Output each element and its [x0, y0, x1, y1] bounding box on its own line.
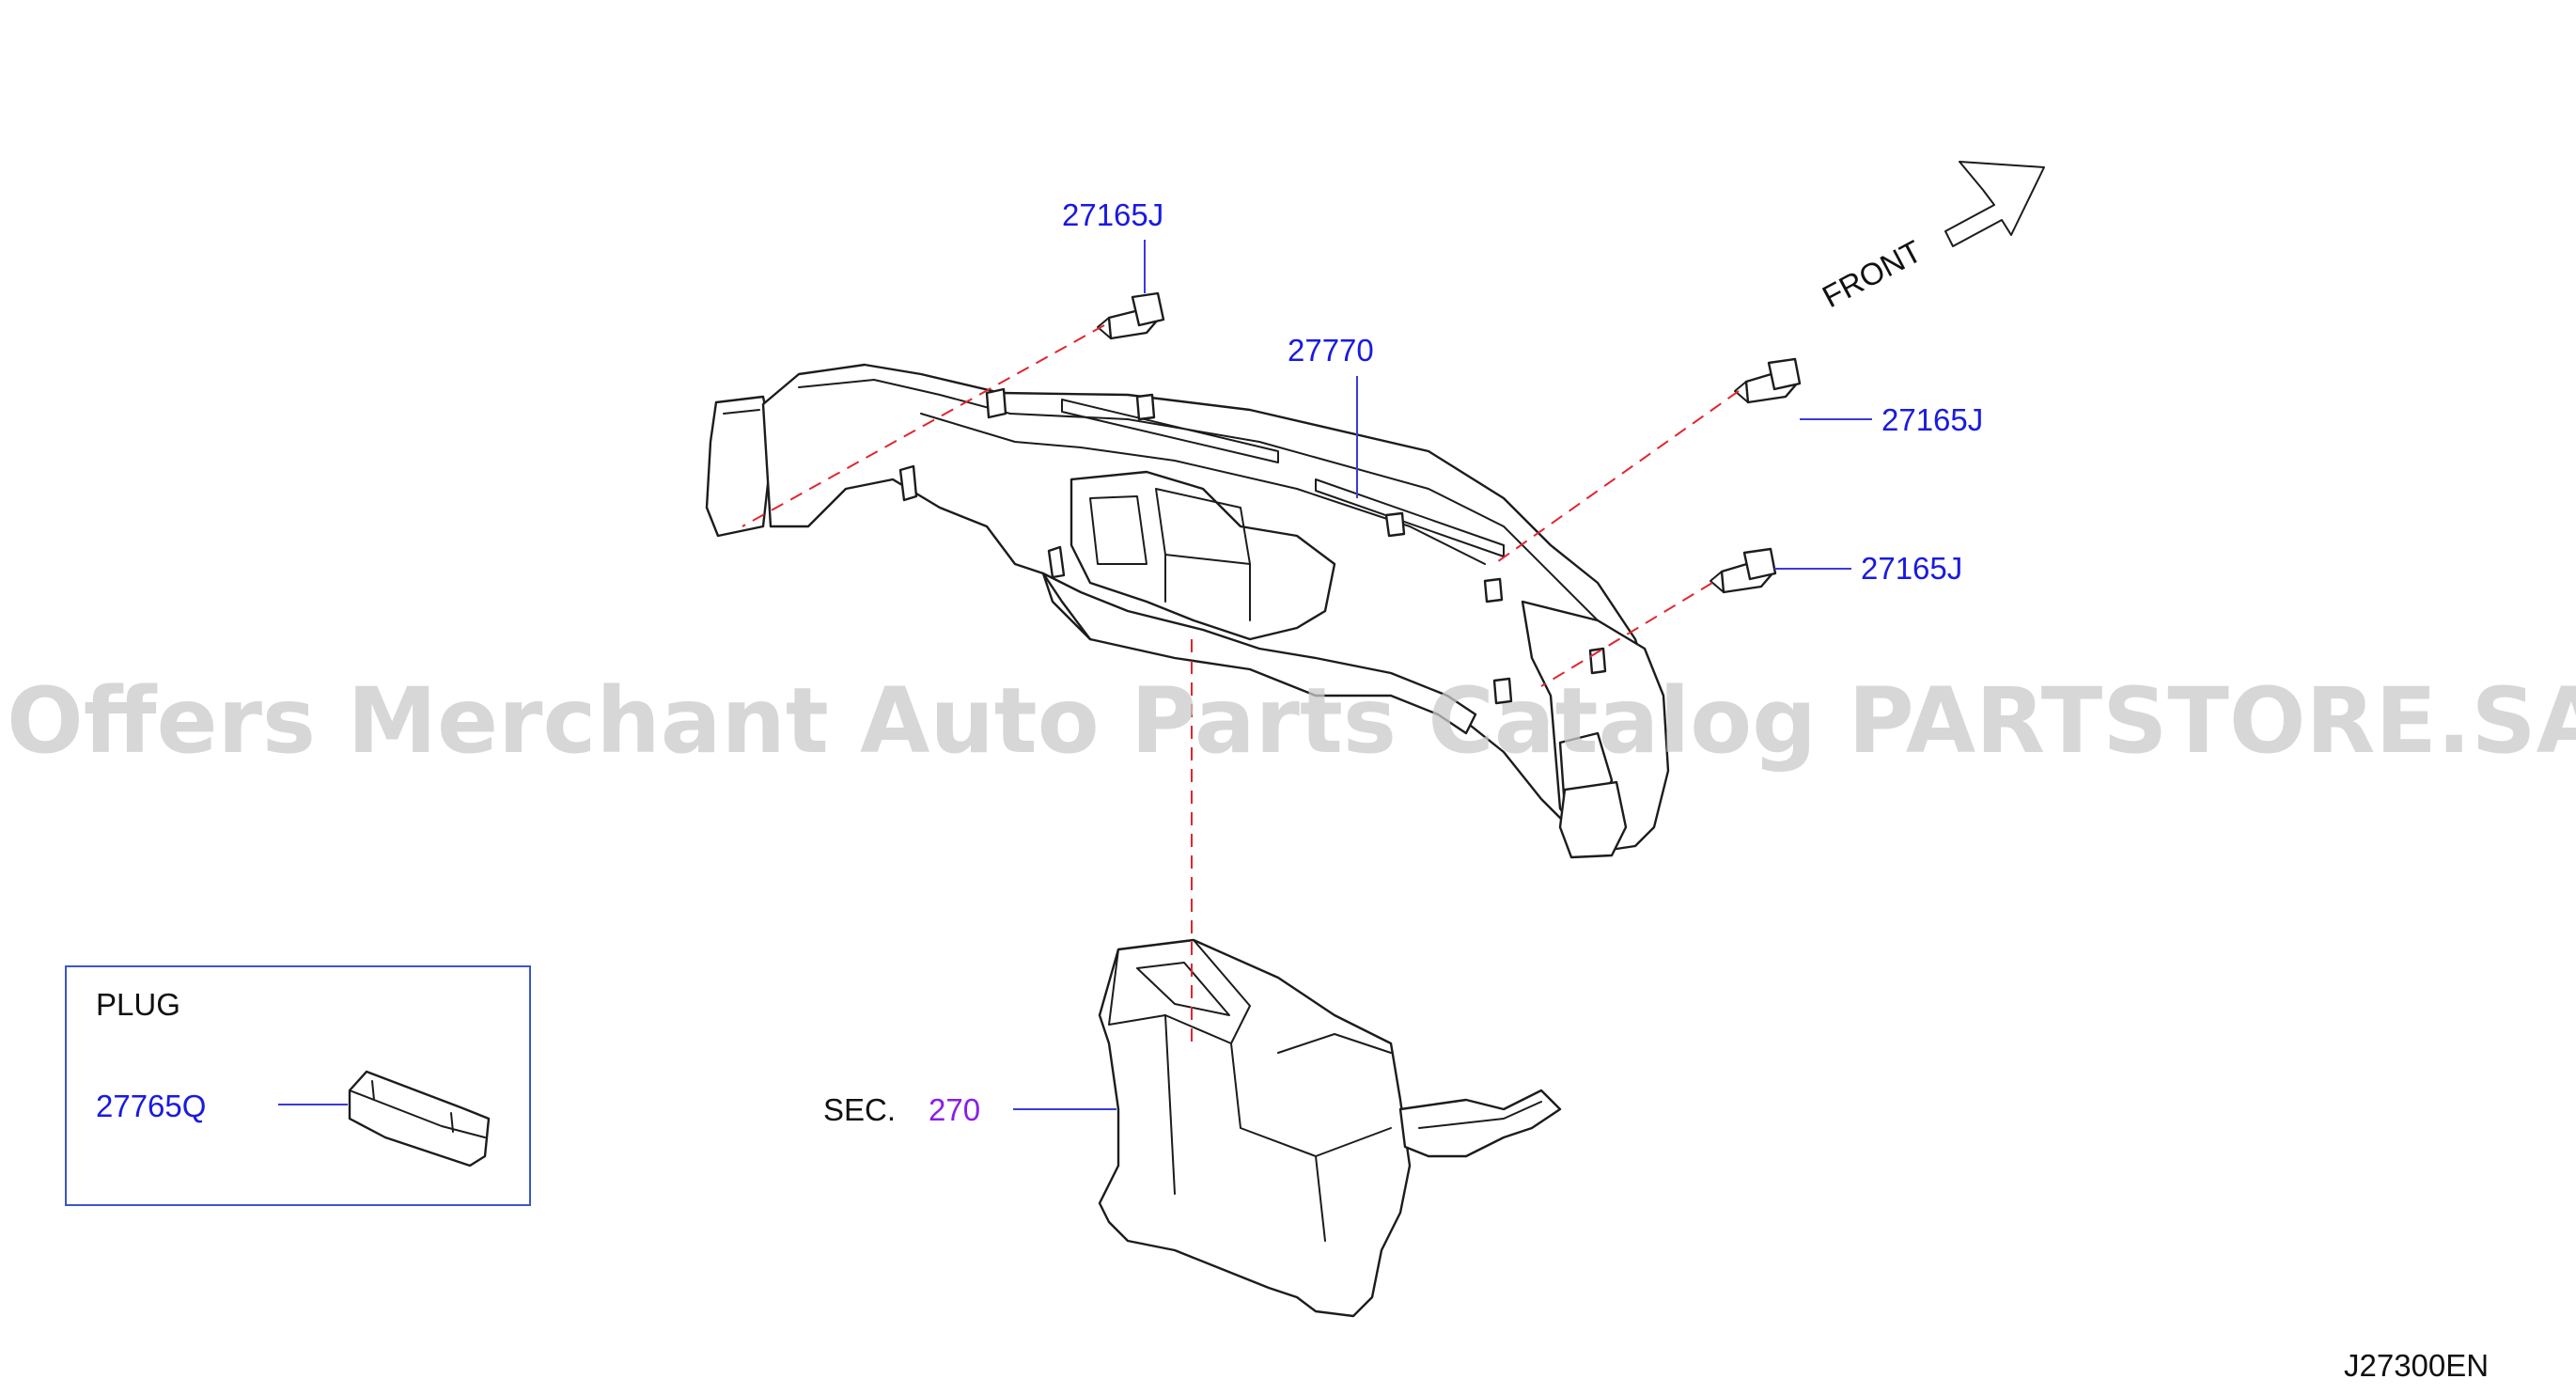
plug-box-title: PLUG: [96, 987, 180, 1022]
plug-box: [65, 965, 531, 1206]
diagram-code: J27300EN: [2344, 1348, 2489, 1383]
watermark-text: Offers Merchant Auto Parts Catalog PARTS…: [7, 668, 2576, 774]
screw-right-upper-icon: [1734, 357, 1802, 404]
part-number-screw-top[interactable]: 27165J: [1062, 197, 1163, 232]
dash-screw-right-upper: [1493, 390, 1740, 565]
part-number-plug[interactable]: 27765Q: [96, 1089, 206, 1123]
part-number-screw-right-upper[interactable]: 27165J: [1881, 402, 1983, 437]
screw-right-lower-icon: [1710, 547, 1777, 594]
part-number-duct[interactable]: 27770: [1288, 333, 1374, 368]
section-ref-prefix: SEC.: [823, 1092, 896, 1127]
section-ref-number[interactable]: 270: [929, 1092, 980, 1127]
dash-screw-top: [742, 324, 1105, 527]
defroster-duct-drawing: [705, 363, 1670, 859]
front-arrow-icon: [1944, 161, 2045, 247]
dash-screw-right-lower: [1540, 582, 1713, 687]
part-number-screw-right-lower[interactable]: 27165J: [1861, 551, 1962, 586]
front-label: FRONT: [1817, 233, 1928, 314]
heater-unit-drawing: [1098, 938, 1562, 1318]
plug-drawing: [348, 1070, 491, 1168]
screw-top-icon: [1097, 291, 1165, 340]
